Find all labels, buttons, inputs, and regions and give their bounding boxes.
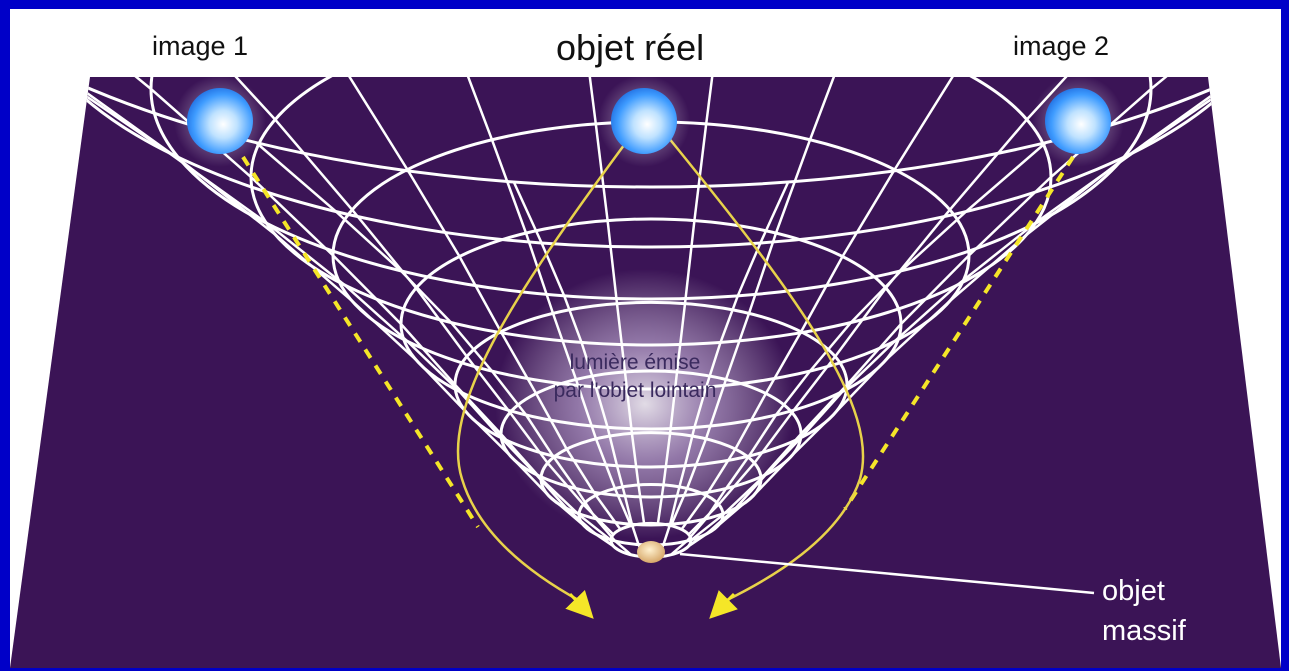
grid-radial-line bbox=[45, 77, 622, 553]
grid-radial-line bbox=[680, 77, 1258, 531]
grid-radial-line bbox=[656, 181, 790, 558]
real-object-sphere-icon bbox=[598, 75, 690, 167]
grid-radial-line bbox=[44, 77, 622, 531]
grid-radial-line bbox=[512, 181, 646, 558]
emitted-light-label-line2: par l'objet lointain bbox=[553, 379, 717, 402]
grid-radial-line bbox=[680, 77, 1257, 553]
grid-radial-line bbox=[656, 77, 790, 524]
grid-ring bbox=[19, 77, 1281, 249]
gravitational-lensing-diagram bbox=[10, 75, 1281, 668]
diagram-frame: image 1 objet réel image 2 lumière émise… bbox=[10, 9, 1281, 668]
image-2-sphere-icon bbox=[1032, 75, 1124, 167]
image-2-label: image 2 bbox=[1013, 31, 1110, 61]
grid-radial-line bbox=[255, 141, 632, 556]
apparent-path-image-1 bbox=[241, 155, 480, 529]
grid-radial-line bbox=[669, 77, 1048, 527]
image-1-sphere-icon bbox=[174, 75, 266, 167]
grid-radial-line bbox=[10, 77, 615, 547]
apparent-path-image-2 bbox=[843, 155, 1075, 511]
massive-object-label-line2: massif bbox=[1102, 615, 1186, 647]
emitted-light-label-line1: lumière émise bbox=[569, 351, 701, 374]
grid-radial-line bbox=[687, 77, 1281, 536]
grid-radial-line bbox=[10, 77, 612, 542]
light-path-right bbox=[667, 136, 865, 603]
grid-radial-line bbox=[254, 77, 633, 527]
grid-radial-line bbox=[687, 77, 1281, 547]
image-1-label: image 1 bbox=[152, 31, 249, 61]
grid-radial-line bbox=[670, 141, 1047, 556]
massive-object-icon bbox=[637, 541, 665, 563]
massive-object-label-line1: objet bbox=[1102, 575, 1165, 607]
spacetime-grid bbox=[10, 77, 1281, 559]
grid-radial-line bbox=[10, 77, 615, 536]
massive-object-pointer bbox=[679, 552, 1095, 595]
light-arrow-left bbox=[565, 590, 594, 619]
real-object-label: objet réel bbox=[556, 27, 705, 68]
massive-object-label: objet massif bbox=[1102, 571, 1186, 651]
light-arrow-right bbox=[709, 590, 738, 619]
grid-radial-line bbox=[512, 77, 646, 524]
light-path-left bbox=[456, 136, 632, 603]
grid-radial-line bbox=[690, 77, 1281, 542]
grid-ring bbox=[10, 77, 1281, 189]
emitted-light-label: lumière émise par l'objet lointain bbox=[510, 349, 760, 405]
